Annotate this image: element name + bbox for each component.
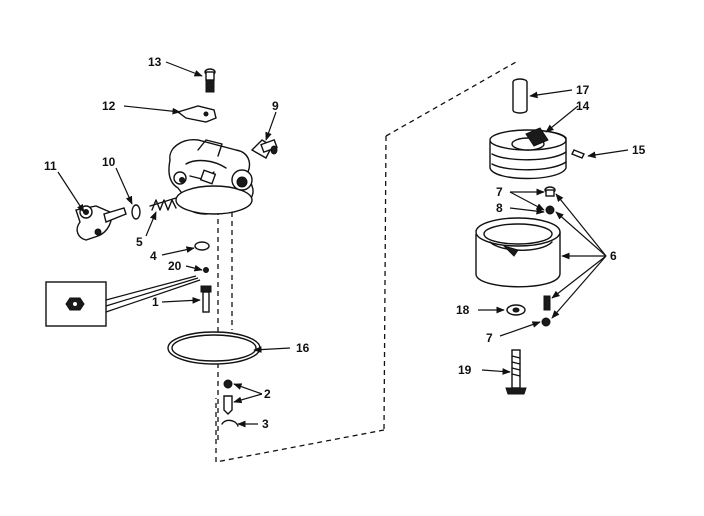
callout-8: 8 <box>496 201 503 215</box>
screw-13 <box>204 68 216 93</box>
callout-20: 20 <box>168 259 182 273</box>
bowl-6 <box>475 217 561 288</box>
bolt-19 <box>505 349 527 395</box>
bracket-12 <box>176 105 217 123</box>
callout-13: 13 <box>148 55 162 69</box>
callout-11: 11 <box>44 159 57 173</box>
jet-1 <box>200 285 212 313</box>
callout-6: 6 <box>610 249 617 263</box>
washer-10 <box>131 204 141 220</box>
callout-17: 17 <box>576 83 590 97</box>
ball-7-lower <box>541 317 551 327</box>
o-ring-4 <box>194 241 210 251</box>
leader-lines <box>57 61 629 428</box>
callout-12: 12 <box>102 99 116 113</box>
callout-19: 19 <box>458 363 472 377</box>
float-14 <box>489 127 567 180</box>
bracket-12-hole <box>203 111 209 117</box>
clip-3 <box>221 419 239 427</box>
pin-15 <box>571 149 585 159</box>
callout-2: 2 <box>264 387 271 401</box>
assembly-dashed-outline <box>215 61 517 463</box>
spring-pin-6 <box>543 295 551 311</box>
pin-17 <box>512 78 528 114</box>
callout-7-lower: 7 <box>486 331 493 345</box>
inset-detail-box <box>45 275 201 327</box>
carburetor-body <box>168 139 254 215</box>
ball-20 <box>203 267 209 273</box>
callout-14: 14 <box>576 99 590 113</box>
callout-15: 15 <box>632 143 646 157</box>
callout-5: 5 <box>136 235 143 249</box>
callout-4: 4 <box>150 249 157 263</box>
callout-3: 3 <box>262 417 269 431</box>
washer-8 <box>545 205 555 215</box>
callout-18: 18 <box>456 303 470 317</box>
callout-1: 1 <box>152 295 159 309</box>
needle-2 <box>223 379 233 415</box>
callout-10: 10 <box>102 155 116 169</box>
callout-labels: 13 12 9 11 10 5 4 20 1 16 2 3 17 14 15 7… <box>44 55 646 431</box>
washer-18 <box>506 304 526 316</box>
callout-7-upper: 7 <box>496 185 503 199</box>
spring-5 <box>149 197 177 211</box>
fitting-9 <box>250 138 278 159</box>
callout-16: 16 <box>296 341 310 355</box>
callout-9: 9 <box>272 99 279 113</box>
gasket-16 <box>167 331 261 365</box>
screw-7-upper <box>544 186 556 197</box>
